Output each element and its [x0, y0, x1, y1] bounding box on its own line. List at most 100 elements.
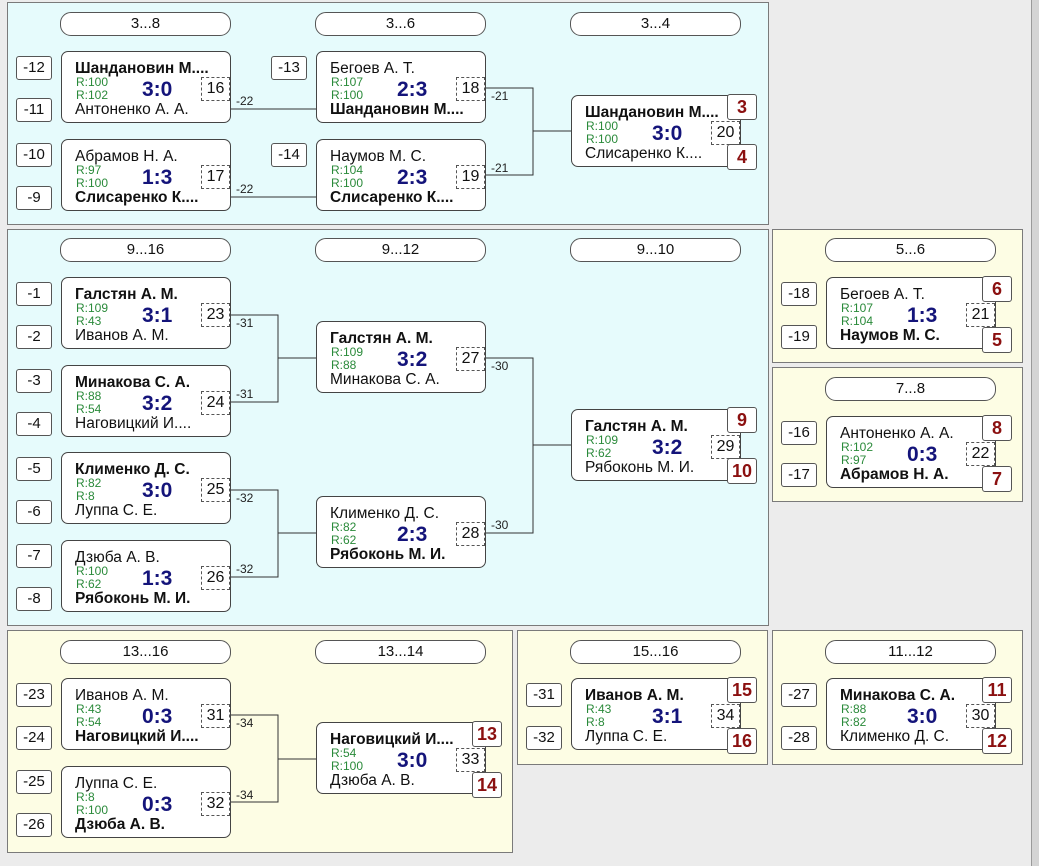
- seed-box: -9: [16, 186, 52, 210]
- match-score: 3:0: [397, 749, 428, 772]
- match-number: 29: [711, 435, 740, 459]
- match-number: 33: [456, 748, 485, 772]
- match-number: 21: [966, 303, 995, 327]
- match-score: 3:2: [397, 348, 428, 371]
- seed-box: -8: [16, 587, 52, 611]
- player1-rating: R:88: [76, 389, 102, 403]
- player1-rating: R:109: [76, 301, 109, 315]
- player1-name: Луппа С. Е.: [75, 775, 158, 792]
- seed-box: -23: [16, 683, 52, 707]
- connector-label: -31: [236, 387, 254, 401]
- match-score: 2:3: [397, 78, 428, 101]
- player2-name: Шандановин М....: [330, 101, 464, 118]
- player2-name: Слисаренко К....: [75, 189, 199, 206]
- player2-rating: R:54: [76, 402, 102, 416]
- seed-box: -26: [16, 813, 52, 837]
- match-number: 17: [201, 165, 230, 189]
- player2-name: Иванов А. М.: [75, 327, 169, 344]
- player2-name: Луппа С. Е.: [75, 502, 158, 519]
- player1-rating: R:107: [331, 75, 364, 89]
- player1-rating: R:100: [586, 119, 619, 133]
- player1-name: Иванов А. М.: [585, 687, 684, 704]
- round-header: 3...8: [60, 12, 231, 36]
- player2-name: Наговицкий И....: [75, 728, 199, 745]
- seed-box: -10: [16, 143, 52, 167]
- player2-rating: R:62: [76, 577, 102, 591]
- match-number: 22: [966, 442, 995, 466]
- place-badge: 5: [982, 327, 1012, 353]
- player2-name: Дзюба А. В.: [330, 772, 415, 789]
- match-number: 19: [456, 165, 485, 189]
- seed-box: -6: [16, 500, 52, 524]
- match-score: 0:3: [142, 705, 173, 728]
- match-score: 3:0: [142, 479, 173, 502]
- player1-name: Галстян А. М.: [75, 286, 178, 303]
- match-score: 3:0: [652, 122, 683, 145]
- round-header: 9...10: [570, 238, 741, 262]
- connector-label: -34: [236, 716, 254, 730]
- player2-rating: R:43: [76, 314, 102, 328]
- round-header: 3...4: [570, 12, 741, 36]
- round-header: 9...12: [315, 238, 486, 262]
- player1-name: Антоненко А. А.: [840, 425, 954, 442]
- player1-name: Галстян А. М.: [585, 418, 688, 435]
- player2-rating: R:54: [76, 715, 102, 729]
- player2-rating: R:100: [331, 176, 364, 190]
- seed-box: -28: [781, 726, 817, 750]
- player2-rating: R:100: [586, 132, 619, 146]
- place-badge: 10: [727, 458, 757, 484]
- player1-name: Дзюба А. В.: [75, 549, 160, 566]
- connector-label: -34: [236, 788, 254, 802]
- place-badge: 6: [982, 276, 1012, 302]
- player1-rating: R:82: [331, 520, 357, 534]
- player1-name: Минакова С. А.: [840, 687, 956, 704]
- player1-rating: R:8: [76, 790, 95, 804]
- match-number: 31: [201, 704, 230, 728]
- player1-rating: R:102: [841, 440, 874, 454]
- player2-rating: R:97: [841, 453, 867, 467]
- place-badge: 12: [982, 728, 1012, 754]
- place-badge: 14: [472, 772, 502, 798]
- player1-name: Наговицкий И....: [330, 731, 454, 748]
- player1-name: Клименко Д. С.: [75, 461, 190, 478]
- match-number: 32: [201, 792, 230, 816]
- player2-rating: R:100: [331, 759, 364, 773]
- connector-label: -30: [491, 359, 509, 373]
- player2-name: Рябоконь М. И.: [330, 546, 446, 563]
- player1-name: Абрамов Н. А.: [75, 148, 178, 165]
- player2-name: Слисаренко К....: [330, 189, 454, 206]
- player1-name: Бегоев А. Т.: [330, 60, 415, 77]
- round-header: 3...6: [315, 12, 486, 36]
- seed-box: -14: [271, 143, 307, 167]
- match-number: 26: [201, 566, 230, 590]
- round-header: 13...16: [60, 640, 231, 664]
- seed-box: -13: [271, 56, 307, 80]
- connector-label: -22: [236, 182, 254, 196]
- place-badge: 13: [472, 721, 502, 747]
- player2-rating: R:104: [841, 314, 874, 328]
- place-badge: 4: [727, 144, 757, 170]
- seed-box: -19: [781, 325, 817, 349]
- match-number: 20: [711, 121, 740, 145]
- round-header: 11...12: [825, 640, 996, 664]
